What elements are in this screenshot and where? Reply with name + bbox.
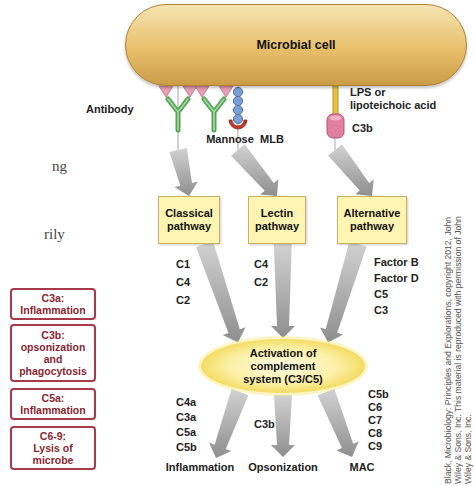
- lps-stalk: [333, 86, 338, 116]
- component-label: C5b: [176, 441, 197, 454]
- component-label: C4: [254, 258, 268, 271]
- node-body: opsonization and phagocytosis: [15, 341, 91, 377]
- component-label: C3: [374, 304, 388, 317]
- arrow-body: [231, 144, 278, 196]
- component-label: C6: [368, 401, 382, 414]
- arrow-body: [196, 241, 246, 342]
- arrow-body: [271, 244, 295, 338]
- component-label: C3b: [254, 418, 275, 431]
- cut-off-text: rily: [44, 226, 65, 243]
- outcome-label: Inflammation: [166, 461, 234, 474]
- ellipse-glow: [198, 336, 368, 396]
- node-title: Classical pathway: [161, 207, 217, 233]
- component-label: C3a: [176, 411, 196, 424]
- copyright-note: Black, Microbiology: Principles and Expl…: [443, 204, 473, 484]
- effect-box: C3b:opsonization and phagocytosis: [10, 324, 96, 382]
- node-title: Alternative pathway: [340, 207, 404, 233]
- pathway-arrow: [196, 241, 246, 342]
- pathway-arrow: [271, 244, 295, 338]
- mannose-chain: [233, 87, 242, 123]
- node-body: Inflammation: [20, 304, 85, 316]
- outcome-label: MAC: [349, 461, 374, 474]
- component-label: C2: [176, 294, 190, 307]
- antigen-site: [219, 86, 233, 97]
- outcome-arrow: [209, 389, 248, 458]
- arrow-body: [320, 241, 367, 342]
- effect-box: C3a:Inflammation: [10, 288, 96, 320]
- component-label: C5: [374, 288, 388, 301]
- node-body: Inflammation: [20, 404, 85, 416]
- antigen-site: [195, 86, 209, 97]
- mlb-crescent: [229, 120, 247, 129]
- effect-box: C5a:Inflammation: [10, 388, 96, 420]
- c3b-molecule: [327, 114, 344, 138]
- component-label: C5a: [176, 426, 196, 439]
- node-title: Lectin pathway: [251, 207, 303, 233]
- antigen-site: [159, 86, 173, 97]
- molecule-label: C3b: [352, 122, 373, 135]
- component-label: Factor D: [374, 272, 419, 285]
- activation-ellipse: Activation of complement system (C3/C5): [200, 338, 366, 394]
- component-label: C4a: [176, 396, 196, 409]
- molecule-label: Antibody: [86, 103, 134, 116]
- arrow-body: [328, 144, 374, 196]
- antigen-site: [183, 86, 197, 97]
- component-label: C1: [176, 258, 190, 271]
- node-body: Lysis of microbe: [15, 442, 91, 466]
- molecule-label: Mannose: [206, 133, 254, 146]
- effect-box: C6-9:Lysis of microbe: [10, 426, 96, 470]
- pathway-box: Alternative pathway: [337, 196, 407, 244]
- microbial-cell: Microbial cell: [125, 4, 467, 86]
- component-label: C2: [254, 276, 268, 289]
- node-title: Activation of complement system (C3/C5): [235, 347, 331, 386]
- antibody-symbol: [168, 99, 188, 130]
- component-label: C9: [368, 440, 382, 453]
- component-label: C8: [368, 427, 382, 440]
- node-title: C3b:: [41, 329, 64, 341]
- component-label: C7: [368, 414, 382, 427]
- node-title: C3a:: [42, 292, 65, 304]
- node-title: C6-9:: [40, 430, 66, 442]
- molecule-label: MLB: [260, 133, 284, 146]
- arrow-body: [169, 148, 198, 196]
- node-title: Microbial cell: [256, 38, 335, 53]
- pathway-arrow: [320, 241, 367, 342]
- antibody-symbol: [204, 99, 224, 130]
- c3b-highlight: [330, 116, 342, 121]
- cut-off-text: ng: [52, 158, 67, 175]
- component-label: Factor B: [374, 256, 419, 269]
- node-title: C5a:: [42, 392, 65, 404]
- component-label: C5b: [368, 388, 389, 401]
- outcome-arrow: [318, 389, 359, 457]
- ellipse-fill: [201, 339, 365, 393]
- molecule-label: LPS or lipoteichoic acid: [350, 86, 448, 112]
- outcome-label: Opsonization: [248, 461, 318, 474]
- pathway-box: Lectin pathway: [248, 196, 306, 244]
- pathway-box: Classical pathway: [158, 196, 220, 244]
- component-label: C4: [176, 276, 190, 289]
